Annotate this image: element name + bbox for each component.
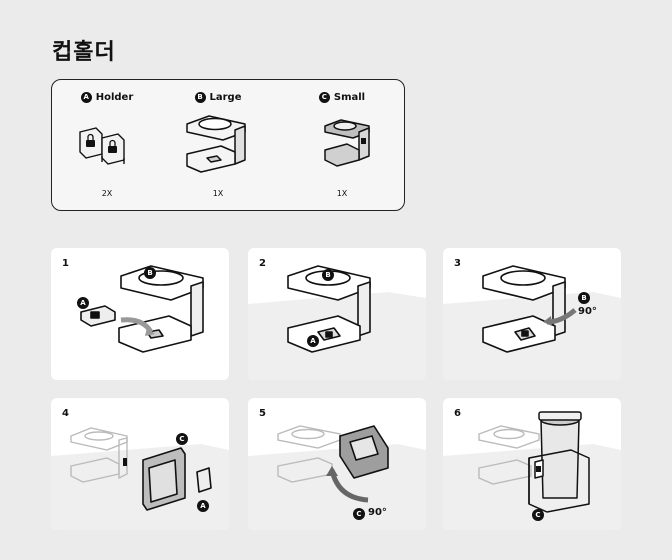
rotation-label: 90° [578,306,597,317]
step-6-illustration [443,411,621,530]
step-4-illustration [51,427,229,530]
callout-c: C [532,509,544,521]
callout-c: C [176,433,188,445]
part-badge: C [318,92,330,103]
step-5: 5 C 90° [248,398,426,530]
callout-a: A [197,500,209,512]
step-number: 2 [259,258,266,269]
step-3: 3 B 90° [443,248,621,380]
step-1-illustration [80,265,204,353]
step-5-illustration [248,425,426,530]
step-number: 3 [454,258,461,269]
step-number: 4 [62,408,69,419]
part-qty: 1X [212,189,224,198]
step-4: 4 C A [51,398,229,530]
part-name: Small [333,92,366,103]
part-qty: 1X [336,189,348,198]
part-name: Holder [95,92,134,103]
holder-illustration [79,127,125,165]
callout-a: A [77,297,89,309]
step-6: 6 C [443,398,621,530]
step-number: 6 [454,408,461,419]
step-1: 1 A B [51,248,229,380]
step-3-illustration [443,265,621,380]
step-2: 2 A B [248,248,426,380]
callout-b: B [578,292,590,304]
step-number: 1 [62,258,69,269]
small-holder-illustration [324,119,370,167]
part-badge: A [80,92,92,103]
part-name: Large [209,92,242,103]
part-qty: 2X [101,189,113,198]
callout-a: A [307,335,319,347]
step-2-illustration [248,265,426,380]
callout-b: B [322,269,334,281]
rotation-label: 90° [368,507,387,518]
large-holder-illustration [186,115,246,173]
step-number: 5 [259,408,266,419]
part-badge: B [194,92,206,103]
callout-b: B [144,267,156,279]
callout-c: C [353,508,365,520]
page-title: 컵홀더 [52,40,116,65]
